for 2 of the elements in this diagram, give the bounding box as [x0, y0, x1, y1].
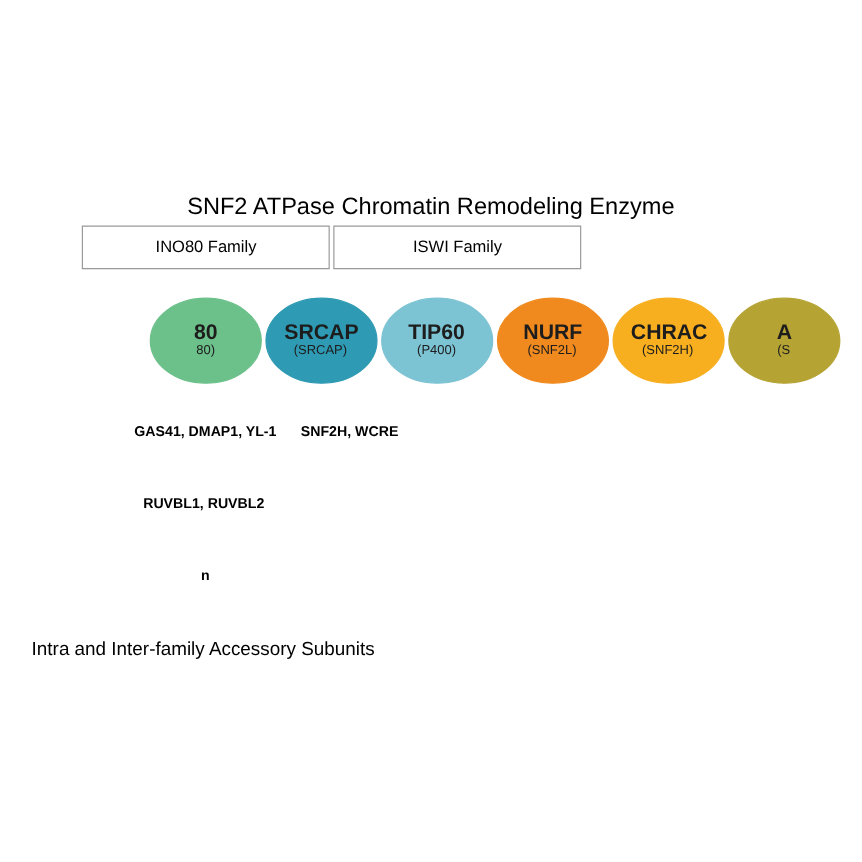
diagram-title: SNF2 ATPase Chromatin Remodeling Enzyme	[187, 192, 675, 221]
label: Intra and Inter-family Accessory Subunits	[31, 638, 375, 661]
